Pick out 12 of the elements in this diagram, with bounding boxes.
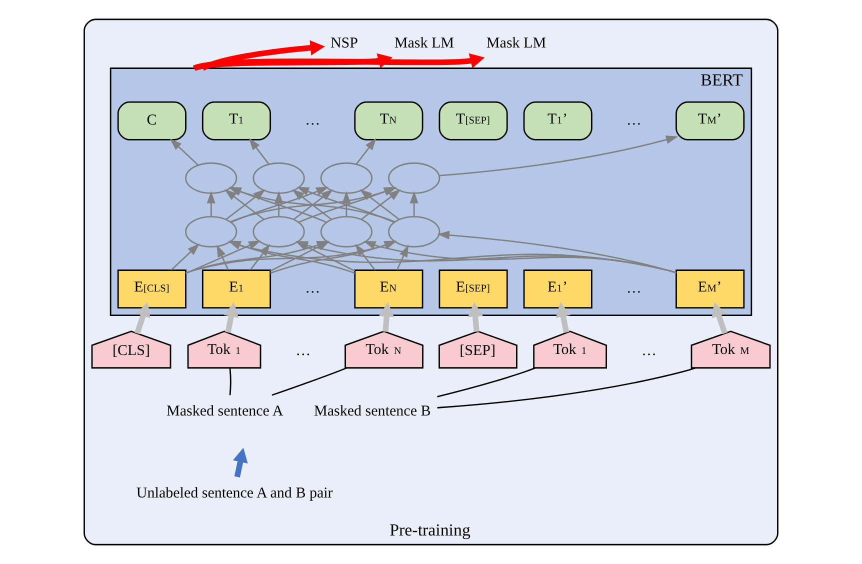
label: … xyxy=(641,343,656,360)
label: … xyxy=(626,280,642,297)
node-text: Masked sentence A xyxy=(166,404,284,420)
node-text: Masked sentence B xyxy=(314,404,431,420)
label: … xyxy=(305,280,320,297)
node-text: NSP xyxy=(330,35,358,52)
label: … xyxy=(626,112,642,128)
label: … xyxy=(305,112,320,128)
label: … xyxy=(296,343,311,360)
node-text: Mask LM xyxy=(486,35,546,52)
node-text: Mask LM xyxy=(394,35,454,52)
node-text: Unlabeled sentence A and B pair xyxy=(136,485,333,502)
